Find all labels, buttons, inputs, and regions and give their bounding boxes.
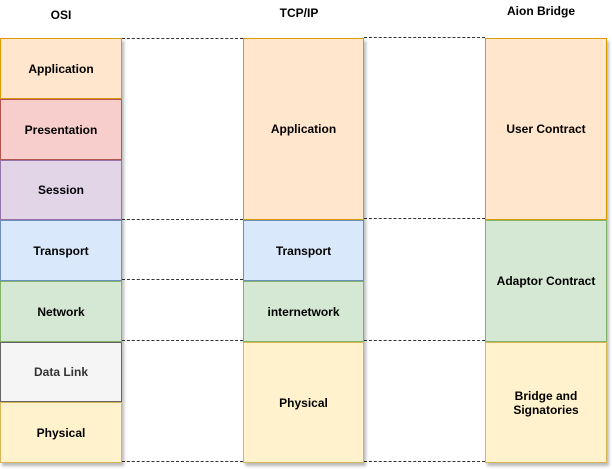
aion-column-title: Aion Bridge <box>507 4 575 18</box>
connector-line <box>122 38 243 39</box>
connector-line <box>364 37 485 38</box>
layer-label: internetwork <box>267 304 340 319</box>
osi-layer-transport: Transport <box>0 220 122 281</box>
layer-label: Network <box>37 304 85 319</box>
layer-label: Transport <box>275 243 332 258</box>
layer-label: Presentation <box>24 122 98 137</box>
connector-line <box>122 461 243 462</box>
osi-layer-presentation: Presentation <box>0 99 122 160</box>
layer-label: User Contract <box>506 122 586 136</box>
aion-layer-adaptor-contract: Adaptor Contract <box>485 220 607 342</box>
layer-label: Application <box>28 61 94 76</box>
connector-line <box>122 340 243 341</box>
connector-line <box>364 218 485 219</box>
tcpip-layer-application: Application <box>243 38 364 220</box>
osi-column-title: OSI <box>50 8 72 22</box>
tcpip-layer-transport: Transport <box>243 220 364 281</box>
layer-label: Session <box>37 183 85 197</box>
layer-label: Data Link <box>33 365 88 379</box>
connector-line <box>122 219 243 220</box>
connector-line <box>364 461 485 462</box>
layer-label: Bridge and Signatories <box>513 388 579 417</box>
aion-layer-bridge-signatories: Bridge and Signatories <box>485 342 607 463</box>
tcpip-column-title: TCP/IP <box>279 6 319 20</box>
layer-label: Physical <box>279 395 328 410</box>
tcpip-layer-internetwork: internetwork <box>243 281 364 342</box>
osi-layer-data-link: Data Link <box>0 342 122 402</box>
connector-line <box>122 279 243 280</box>
osi-layer-application: Application <box>0 38 122 99</box>
osi-layer-session: Session <box>0 160 122 220</box>
layer-label: Application <box>270 122 337 136</box>
connector-line <box>364 340 485 341</box>
aion-layer-user-contract: User Contract <box>485 38 607 220</box>
layer-label: Transport <box>33 243 89 258</box>
layer-label: Physical <box>36 425 86 440</box>
osi-layer-network: Network <box>0 281 122 342</box>
tcpip-layer-physical: Physical <box>243 342 364 463</box>
osi-layer-physical: Physical <box>0 402 122 463</box>
layer-label: Adaptor Contract <box>496 274 596 288</box>
